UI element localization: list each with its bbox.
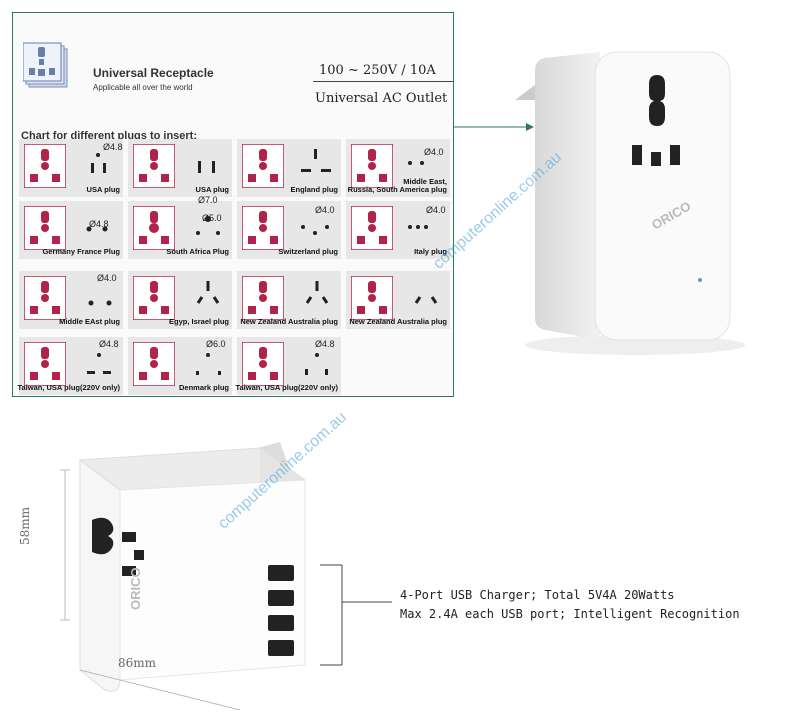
plug-pins-icon <box>196 281 220 304</box>
plug-pins-icon <box>198 161 215 173</box>
pin-size-small: Ø5.0 <box>202 213 222 223</box>
plug-name-line1: Middle East, <box>403 177 447 186</box>
receptacle-title: Universal Receptacle <box>93 66 214 80</box>
plug-pins-icon <box>91 153 106 173</box>
socket-icon <box>242 276 284 320</box>
plug-name: Taiwan, USA plug(220V only) <box>235 383 338 392</box>
voltage-spec: 100 ~ 250V / 10A <box>319 63 436 78</box>
plug-pins-icon <box>301 225 329 235</box>
plug-cell: Ø4.0 Middle East, Russia, South America … <box>346 139 450 197</box>
receptacle-subtitle: Applicable all over the world <box>93 83 193 92</box>
universal-socket-icon <box>92 517 144 576</box>
socket-icon <box>24 144 66 188</box>
universal-socket-icon <box>23 42 68 88</box>
plug-name: England plug <box>290 185 339 194</box>
pointer-arrow <box>454 123 534 131</box>
plug-cell: Ø4.0 Switzerland plug <box>237 201 341 259</box>
plug-name: Germany France Plug <box>42 247 120 256</box>
plug-cell: USA plug <box>128 139 232 197</box>
plug-name: New Zealand Australia plug <box>240 317 338 326</box>
plug-pins-icon <box>408 225 428 229</box>
plug-name: New Zealand Australia plug <box>349 317 447 326</box>
plug-name: USA plug <box>86 185 120 194</box>
socket-icon <box>133 342 175 386</box>
plug-pins-icon <box>305 281 329 304</box>
pin-size-large: Ø7.0 <box>198 195 218 205</box>
socket-icon <box>133 144 175 188</box>
outlet-spec: Universal AC Outlet <box>315 91 448 106</box>
socket-icon <box>24 276 66 320</box>
socket-icon <box>351 276 393 320</box>
plug-cell: Ø4.8 Germany France Plug <box>19 201 123 259</box>
pin-size: Ø4.8 <box>89 219 109 229</box>
plug-name: Middle EAst plug <box>59 317 120 326</box>
plug-pins-icon <box>196 353 221 375</box>
plug-cell: Ø4.8 Taiwan, USA plug(220V only) <box>17 337 123 395</box>
plug-pins-icon <box>414 296 438 304</box>
adapter-usb-photo: ORICO <box>60 442 307 710</box>
socket-icon <box>351 206 393 250</box>
plug-name: Switzerland plug <box>278 247 338 256</box>
plug-cell: Ø6.0 Denmark plug <box>128 337 232 395</box>
plug-name: South Africa Plug <box>166 247 229 256</box>
socket-icon <box>242 342 284 386</box>
socket-icon <box>242 206 284 250</box>
plug-name: USA plug <box>195 185 229 194</box>
plug-cell: Ø4.0 Middle EAst plug <box>19 271 123 329</box>
plug-cell: Egyp, Israel plug <box>128 271 232 329</box>
pin-size: Ø4.0 <box>426 205 446 215</box>
socket-icon <box>133 276 175 320</box>
plug-cell: Ø4.0 Italy plug <box>346 201 450 259</box>
pin-size: Ø6.0 <box>206 339 226 349</box>
socket-icon <box>24 206 66 250</box>
plug-name: Italy plug <box>414 247 447 256</box>
feature-bracket <box>320 564 392 666</box>
plug-name-line2: Russia, South America plug <box>347 185 447 194</box>
plug-name: Taiwan, USA plug(220V only) <box>17 383 120 392</box>
pin-size: Ø4.8 <box>103 142 123 152</box>
pin-size: Ø4.0 <box>97 273 117 283</box>
socket-icon <box>24 342 66 386</box>
pin-size: Ø4.8 <box>315 339 335 349</box>
brand-logo-side: ORICO <box>128 567 143 610</box>
width-dimension: 86mm <box>118 656 157 670</box>
plug-cell: Ø4.8 Taiwan, USA plug(220V only) <box>235 337 341 395</box>
pin-size: Ø4.0 <box>424 147 444 157</box>
socket-icon <box>242 144 284 188</box>
socket-icon <box>351 144 393 188</box>
plug-cell: Ø7.0 Ø5.0 South Africa Plug <box>128 195 232 259</box>
height-dimension: 58mm <box>18 506 32 545</box>
adapter-front-photo: ORICO <box>515 51 745 355</box>
spec-divider <box>313 81 453 82</box>
universal-socket-icon <box>632 75 680 166</box>
pin-size: Ø4.0 <box>315 205 335 215</box>
socket-icon <box>133 206 175 250</box>
usb-ports <box>268 565 294 656</box>
plug-pins-icon <box>196 216 220 235</box>
plug-pins-icon <box>408 161 424 165</box>
plug-pins-icon <box>86 226 108 232</box>
plug-pins-icon <box>87 353 111 374</box>
plug-name: Denmark plug <box>178 383 229 392</box>
feature-line-1: 4-Port USB Charger; Total 5V4A 20Watts <box>400 588 675 602</box>
plug-pins-icon <box>301 149 331 172</box>
plug-cell: New Zealand Australia plug <box>237 271 341 329</box>
plug-pins-icon <box>305 353 328 375</box>
plug-cell: England plug <box>237 139 341 197</box>
pin-size: Ø4.8 <box>99 339 119 349</box>
plug-name: Egyp, Israel plug <box>168 317 229 326</box>
feature-line-2: Max 2.4A each USB port; Intelligent Reco… <box>400 607 740 621</box>
plug-pins-icon <box>88 300 112 306</box>
plug-cell: New Zealand Australia plug <box>346 271 450 329</box>
plug-chart-panel: Universal Receptacle Applicable all over… <box>12 12 454 397</box>
plug-cell: Ø4.8 USA plug <box>19 139 123 197</box>
